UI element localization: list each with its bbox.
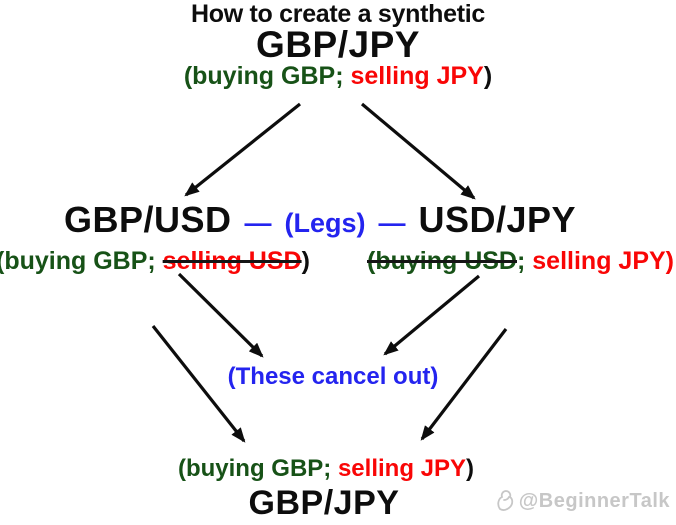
- arrow-top-to-usdjpy: [360, 102, 476, 200]
- sell-jpy-text: selling JPY): [532, 247, 674, 275]
- watermark-handle: @BeginnerTalk: [518, 489, 670, 512]
- legs-label: (Legs): [284, 208, 366, 238]
- arrow-buyusd-to-cancel: [383, 274, 481, 356]
- cancel-out-note: (These cancel out): [227, 363, 439, 390]
- target-pair-label: GBP/JPY: [256, 24, 420, 65]
- buy-gbp-text: (buying GBP;: [177, 455, 338, 482]
- result-pair-label: GBP/JPY: [248, 484, 400, 522]
- sell-usd-struck-text: selling USD: [162, 247, 302, 275]
- legs-dash-left: —: [244, 208, 272, 238]
- legs-row: GBP/USD — (Legs) — USD/JPY: [0, 199, 658, 240]
- gbpusd-legend: (buying GBP; selling USD): [0, 247, 310, 276]
- result-legend: (buying GBP; selling JPY): [0, 455, 664, 483]
- sell-jpy-text: selling JPY: [337, 455, 467, 482]
- arrow-sellusd-to-cancel: [177, 272, 264, 358]
- usdjpy-legend: (buying USD; selling JPY): [367, 247, 674, 276]
- arrow-gbpusd-to-bottom: [151, 325, 246, 443]
- close-paren: ): [466, 455, 475, 482]
- gbpusd-pair-label: GBP/USD: [63, 199, 232, 240]
- buy-gbp-text: (buying GBP;: [0, 247, 163, 275]
- arrow-usdjpy-to-bottom: [420, 328, 508, 441]
- target-pair-legend: (buying GBP; selling JPY): [0, 62, 676, 91]
- sell-jpy-text: selling JPY: [350, 62, 484, 90]
- buy-usd-struck-text: (buying USD: [367, 247, 517, 275]
- watermark: @BeginnerTalk: [496, 489, 670, 513]
- legs-dash-right: —: [378, 208, 406, 238]
- diagram-title: How to create a synthetic: [191, 0, 485, 28]
- arrow-top-to-gbpusd: [184, 102, 301, 197]
- close-paren: ): [301, 247, 310, 275]
- buy-gbp-text: (buying GBP;: [183, 62, 351, 90]
- close-paren: ): [483, 62, 493, 90]
- beginnertalk-logo-icon: [497, 490, 513, 511]
- semicolon: ;: [517, 247, 533, 275]
- usdjpy-pair-label: USD/JPY: [418, 199, 577, 240]
